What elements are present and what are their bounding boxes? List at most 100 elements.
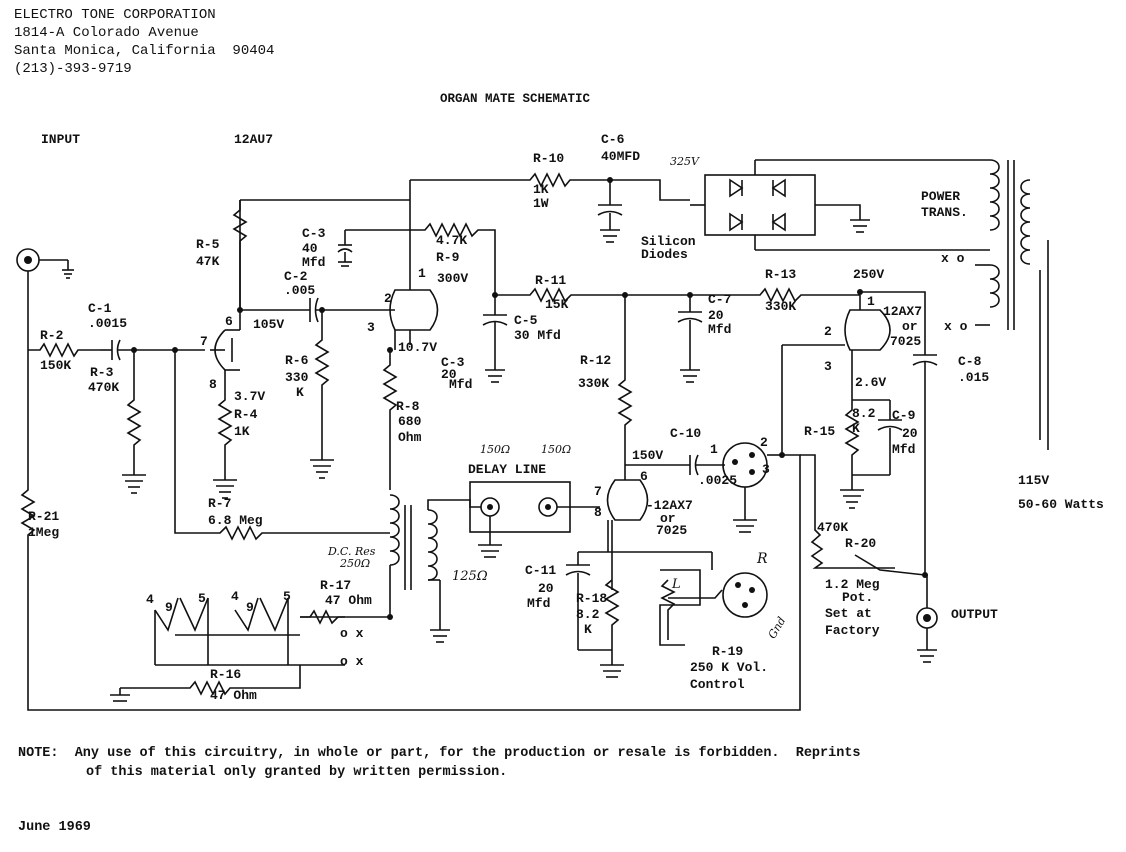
c9-value2: Mfd — [892, 442, 916, 457]
r3-name: R-3 — [90, 365, 114, 380]
pin-1a: 1 — [418, 266, 426, 281]
c1-name: C-1 — [88, 301, 112, 316]
switch2-pin5: 5 — [283, 589, 291, 604]
schematic-title: ORGAN MATE SCHEMATIC — [440, 92, 591, 106]
r10-value2: 1W — [533, 196, 549, 211]
ox-terminal-2: o x — [340, 654, 364, 669]
r5-value: 47K — [196, 254, 220, 269]
pin-6b: 6 — [640, 469, 648, 484]
r18-value2: K — [584, 622, 592, 637]
r10-name: R-10 — [533, 151, 565, 166]
c7-value1: 20 — [708, 308, 724, 323]
c3b-name: C-3 — [441, 355, 465, 370]
power-trans-line1: POWER — [921, 189, 961, 204]
delay-150-left: 150Ω — [480, 443, 511, 456]
c7-name: C-7 — [708, 292, 732, 307]
tube-12ax7-right: 12AX7 — [883, 304, 923, 319]
r13-name: R-13 — [765, 267, 797, 282]
r-handwritten: R — [757, 551, 768, 567]
input-label: INPUT — [41, 132, 81, 147]
dc-res-line1: D.C. Res — [328, 545, 376, 558]
v250-label: 250V — [853, 267, 885, 282]
tube-12ax7-center-or: or — [660, 511, 676, 526]
silicon-diodes-line1: Silicon — [641, 234, 696, 249]
pin-3a: 3 — [367, 320, 375, 335]
r17-value: 47 Ohm — [325, 593, 372, 608]
v150-label: 150V — [632, 448, 664, 463]
pin-2c: 2 — [824, 324, 832, 339]
c11-name: C-11 — [525, 563, 557, 578]
c3a-value1: 40 — [302, 241, 318, 256]
switch1-pin5: 5 — [198, 591, 206, 606]
r8-value2: Ohm — [398, 430, 422, 445]
r6-value1: 330 — [285, 370, 309, 385]
r15-value1: 8.2 — [852, 406, 876, 421]
r2-value: 150K — [40, 358, 72, 373]
c9-value1: 20 — [902, 426, 918, 441]
company-address-line1: 1814-A Colorado Avenue — [14, 25, 199, 41]
r8-name: R-8 — [396, 399, 420, 414]
date-label: June 1969 — [18, 820, 91, 835]
r9-name: R-9 — [436, 250, 460, 265]
pin-8b: 8 — [594, 505, 602, 520]
c3a-name: C-3 — [302, 226, 326, 241]
set-at-line2: Factory — [825, 623, 880, 638]
r12-value: 330K — [578, 376, 610, 391]
c11-value2: Mfd — [527, 596, 551, 611]
c10-name: C-10 — [670, 426, 702, 441]
r7-name: R-7 — [208, 496, 232, 511]
r16-value: 47 Ohm — [210, 688, 257, 703]
v325-handwritten: 325V — [670, 155, 699, 168]
r5-name: R-5 — [196, 237, 220, 252]
c11-value1: 20 — [538, 581, 554, 596]
r20-value: 470K — [817, 520, 849, 535]
r15-value2: K — [852, 421, 860, 436]
pin-7a: 7 — [200, 334, 208, 349]
v115-label: 115V — [1018, 473, 1050, 488]
switch1-pin9: 9 — [165, 600, 173, 615]
c3a-value2: Mfd — [302, 255, 326, 270]
r6-value2: K — [296, 385, 304, 400]
c1-value: .0015 — [88, 316, 128, 331]
dc-res-line2: 250Ω — [340, 557, 371, 570]
pin-8a: 8 — [209, 377, 217, 392]
switch2-pin4: 4 — [231, 589, 239, 604]
r19-name: R-19 — [712, 644, 744, 659]
company-name: ELECTRO TONE CORPORATION — [14, 7, 216, 23]
c3b-value1: 20 — [441, 367, 457, 382]
c8-value: .015 — [958, 370, 990, 385]
c2-value: .005 — [284, 283, 316, 298]
r7-value: 6.8 Meg — [208, 513, 263, 528]
tube-12ax7-right-or: or — [902, 319, 918, 334]
switch1-pin4: 4 — [146, 592, 154, 607]
c8-name: C-8 — [958, 354, 982, 369]
v300-label: 300V — [437, 271, 469, 286]
v10-7-label: 10.7V — [398, 340, 438, 355]
power-trans-line2: TRANS. — [921, 205, 968, 220]
r4-name: R-4 — [234, 407, 258, 422]
r9-value: 4.7K — [436, 233, 468, 248]
tube-12ax7-center: -12AX7 — [646, 498, 693, 513]
set-at-line1: Set at — [825, 606, 872, 621]
pin-7b: 7 — [594, 484, 602, 499]
c2-name: C-2 — [284, 269, 308, 284]
r18-name: R-18 — [576, 591, 608, 606]
r6-name: R-6 — [285, 353, 309, 368]
company-address-line2: Santa Monica, California 90404 — [14, 43, 275, 59]
xo-terminal-1: x o — [941, 251, 965, 266]
company-phone: (213)-393-9719 — [14, 61, 132, 77]
pot-label: Pot. — [842, 590, 874, 605]
xo-terminal-2: x o — [944, 319, 968, 334]
c7-value2: Mfd — [708, 322, 732, 337]
note-line2: of this material only granted by written… — [86, 765, 508, 780]
c10-value: .0025 — [698, 473, 738, 488]
r17-name: R-17 — [320, 578, 352, 593]
r20-name: R-20 — [845, 536, 877, 551]
transformer-125-ohm: 125Ω — [452, 569, 488, 584]
r11-name: R-11 — [535, 273, 567, 288]
r18-value1: 8.2 — [576, 607, 600, 622]
ox-terminal-1: o x — [340, 626, 364, 641]
r19-value1: 250 K Vol. — [690, 660, 769, 675]
tube-12au7-label: 12AU7 — [234, 132, 274, 147]
